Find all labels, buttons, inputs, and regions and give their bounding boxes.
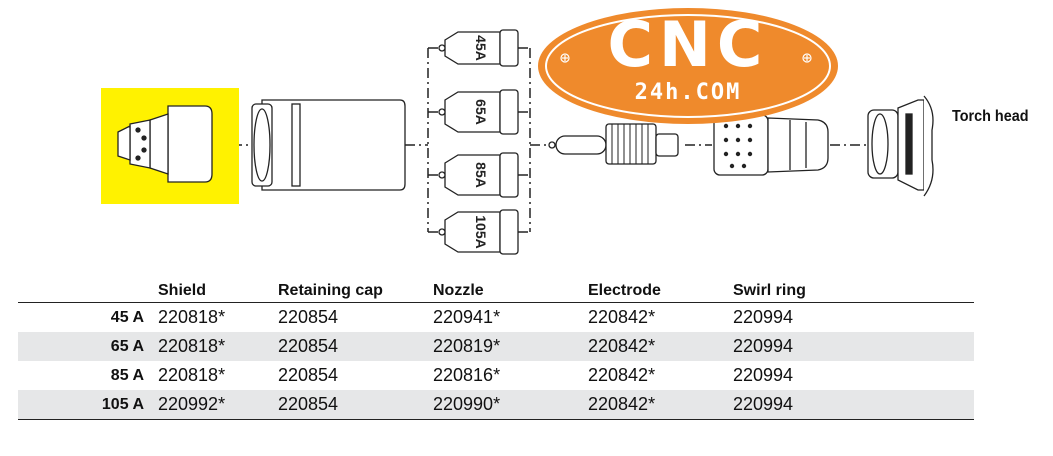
table-row: 85 A 220818* 220854 220816* 220842* 2209… (18, 361, 974, 390)
amp-cell: 105 A (18, 390, 158, 420)
nozzle-cell: 220816* (433, 365, 501, 385)
torch-head-label: Torch head (952, 108, 1029, 125)
nozzle-cell: 220990* (433, 390, 588, 420)
logo-main-text: CNC (607, 8, 769, 81)
swirl-cell: 220994 (733, 332, 974, 361)
diagram-drawing (101, 8, 934, 255)
logo-screws (560, 53, 812, 63)
header-retaining-cap: Retaining cap (278, 278, 433, 303)
cap-cell: 220854 (278, 390, 433, 420)
shield-part (117, 105, 213, 183)
nozzle-label-65a: 65A (473, 99, 489, 125)
nozzle-cell: 220819* (433, 332, 588, 361)
nozzle-cell: 220941* (433, 307, 501, 327)
table-row: 105 A 220992* 220854 220990* 220842* 220… (18, 390, 974, 420)
logo-sub-text: 24h.COM (634, 80, 742, 105)
electrode-cell: 220842* (588, 307, 656, 327)
table-row: 65 A 220818* 220854 220819* 220842* 2209… (18, 332, 974, 361)
electrode-cell: 220842* (588, 390, 733, 420)
nozzle-group (438, 29, 519, 255)
header-swirl-ring: Swirl ring (733, 278, 974, 303)
logo: CNC 24h.COM (537, 6, 839, 126)
header-electrode: Electrode (588, 278, 733, 303)
cap-cell: 220854 (278, 307, 339, 327)
swirl-cell: 220994 (733, 307, 794, 327)
shield-cell: 220818* (158, 365, 226, 385)
nozzle-label-85a: 85A (473, 162, 489, 188)
logo-ring (545, 14, 831, 118)
swirl-ring-part (713, 114, 829, 176)
amp-cell: 65 A (18, 332, 158, 361)
consumables-diagram: CNC 24h.COM 45A 65A 85A 105A Torch head (101, 6, 1029, 255)
electrode-cell: 220842* (588, 332, 733, 361)
swirl-cell: 220994 (733, 365, 794, 385)
cap-cell: 220854 (278, 332, 433, 361)
retaining-cap-part (251, 99, 406, 191)
shield-cell: 220818* (158, 332, 278, 361)
torch-head-part (867, 95, 934, 197)
nozzle-label-45a: 45A (473, 35, 489, 61)
header-nozzle: Nozzle (433, 278, 588, 303)
amp-cell: 45 A (110, 308, 144, 326)
table-header-row: Shield Retaining cap Nozzle Electrode Sw… (18, 278, 974, 303)
electrode-cell: 220842* (588, 365, 656, 385)
electrode-part (548, 123, 679, 165)
cap-cell: 220854 (278, 365, 339, 385)
parts-table: Shield Retaining cap Nozzle Electrode Sw… (18, 278, 974, 420)
shield-cell: 220818* (158, 307, 226, 327)
swirl-cell: 220994 (733, 390, 974, 420)
shield-cell: 220992* (158, 390, 278, 420)
amp-cell: 85 A (110, 366, 144, 384)
table-row: 45 A 220818* 220854 220941* 220842* 2209… (18, 303, 974, 333)
header-shield: Shield (158, 278, 278, 303)
header-amp (18, 278, 158, 303)
nozzle-label-105a: 105A (473, 215, 489, 249)
logo-ellipse (538, 8, 838, 124)
